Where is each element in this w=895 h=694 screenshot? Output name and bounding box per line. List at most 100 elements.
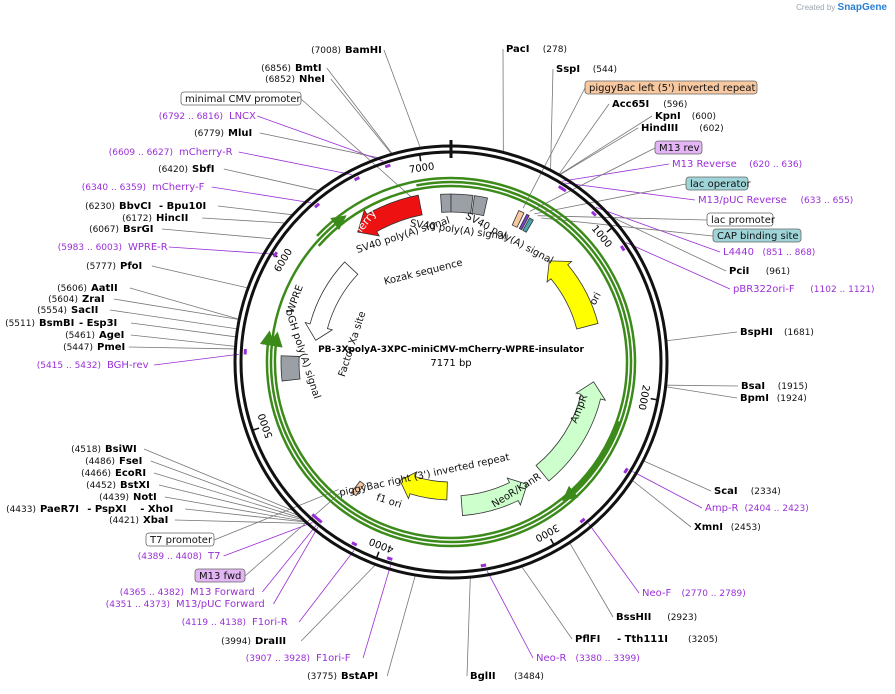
enzyme-position: (5511)	[5, 319, 35, 329]
primer-amp-r[interactable]: Amp-R(2404 .. 2423)	[705, 503, 809, 514]
tick-label: 6000	[273, 247, 296, 274]
enzyme-site-paci[interactable]: PacI(278)	[506, 44, 567, 55]
enzyme-site-ecori[interactable]: (4466)EcoRI	[81, 468, 146, 479]
lac-operator-feature	[522, 217, 534, 233]
primer-arrow	[579, 517, 586, 524]
enzyme-site-bmti[interactable]: (6856)BmtI	[261, 63, 321, 74]
primer-arrow	[619, 245, 626, 252]
feature-box-lac-promoter[interactable]: lac promoter	[706, 212, 776, 227]
feature-box-label: minimal CMV promoter	[185, 94, 301, 105]
enzyme-site-hindiii[interactable]: HindIII(602)	[641, 123, 724, 134]
wpre-orf-arrow-2	[267, 184, 629, 540]
primer-arrow	[316, 517, 323, 524]
enzyme-name: XmnI	[694, 522, 723, 533]
leader-line	[632, 471, 703, 509]
enzyme-site-pfoi[interactable]: (5777)PfoI	[86, 261, 142, 272]
enzyme-position: (4439)	[99, 493, 129, 503]
feature-box-lac-operator[interactable]: lac operator	[685, 176, 751, 191]
enzyme-site-scai[interactable]: ScaI(2334)	[714, 486, 781, 497]
enzyme-site-bsphi[interactable]: BspHI(1681)	[740, 327, 814, 338]
enzyme-position: (5554)	[37, 306, 67, 316]
primer-m13-puc-reverse[interactable]: M13/pUC Reverse(633 .. 655)	[698, 195, 853, 206]
feature-box-m13-fwd[interactable]: M13 fwd	[194, 568, 246, 583]
primer-l4440[interactable]: L4440(851 .. 868)	[723, 247, 815, 258]
primer-bgh-rev[interactable]: (5415 .. 5432)BGH-rev	[37, 360, 149, 371]
enzyme-name: XbaI	[143, 515, 168, 526]
primer-m13-puc-forward[interactable]: (4351 .. 4373)M13/pUC Forward	[106, 599, 265, 610]
enzyme-site-bamhi[interactable]: (7008)BamHI	[311, 45, 382, 56]
primer-pbr322ori-f[interactable]: pBR322ori-F(1102 .. 1121)	[733, 284, 875, 295]
primer-range: (3380 .. 3399)	[576, 654, 640, 664]
enzyme-site-paer7i[interactable]: (4433)PaeR7I- PspXI- XhoI	[6, 504, 173, 515]
feature-box-minimal-cmv-promoter[interactable]: minimal CMV promoter	[180, 91, 302, 106]
leader-line	[588, 523, 640, 594]
enzyme-site-bpmi[interactable]: BpmI(1924)	[740, 393, 807, 404]
primer-range: (851 .. 868)	[763, 248, 816, 258]
feature-box-frame	[180, 91, 302, 106]
enzyme-position: (6856)	[261, 64, 291, 74]
leader-line	[666, 386, 738, 399]
enzyme-site-pflfi[interactable]: PflFI- Tth111I(3205)	[575, 634, 718, 645]
leader-line	[326, 67, 393, 154]
sv40-polya-feature-3	[471, 195, 488, 217]
enzyme-site-bsmbi[interactable]: (5511)BsmBI- Esp3I	[5, 318, 117, 329]
enzyme-site-bsai[interactable]: BsaI(1915)	[741, 381, 808, 392]
enzyme-site-noti[interactable]: (4439)NotI	[99, 492, 157, 503]
enzyme-position: (4433)	[6, 505, 36, 515]
enzyme-site-zrai[interactable]: (5604)ZraI	[48, 294, 105, 305]
feature-box-label: M13 rev	[659, 143, 700, 154]
feature-box-m13-rev[interactable]: M13 rev	[654, 140, 703, 155]
enzyme-site-sbfi[interactable]: (6420)SbfI	[158, 164, 214, 175]
enzyme-site-mlui[interactable]: (6779)MluI	[194, 128, 252, 139]
enzyme-site-pcii[interactable]: PciI(961)	[729, 266, 790, 277]
enzyme-site-fsei[interactable]: (4486)FseI	[85, 456, 142, 467]
enzyme-site-hincii[interactable]: (6172)HincII	[122, 213, 188, 224]
enzyme-site-bstapi[interactable]: (3775)BstAPI	[307, 671, 378, 682]
primer-mcherry-r[interactable]: (6609 .. 6627) mCherry-R	[109, 147, 233, 158]
primer-range: (3907 .. 3928)	[246, 654, 310, 664]
enzyme-site-sspi[interactable]: SspI(544)	[556, 64, 617, 75]
primer-m13-forward[interactable]: (4365 .. 4382)M13 Forward	[120, 587, 255, 598]
enzyme-site-bsshii[interactable]: BssHII(2923)	[616, 612, 697, 623]
primer-lncx[interactable]: (6792 .. 6816)LNCX	[159, 111, 256, 122]
primer-f1ori-f[interactable]: (3907 .. 3928)F1ori-F	[246, 653, 351, 664]
feature-box-label: T7 promoter	[149, 535, 213, 546]
primer-m13-reverse[interactable]: M13 Reverse(620 .. 636)	[672, 159, 802, 170]
snapgene-logo: SnapGene	[837, 2, 887, 13]
enzyme-site-kpni[interactable]: KpnI(600)	[655, 111, 716, 122]
enzyme-site-bstxi[interactable]: (4452)BstXI	[86, 480, 150, 491]
feature-box-t7-promoter[interactable]: T7 promoter	[145, 532, 215, 547]
feature-box-piggybac-left-5-inverted-repeat[interactable]: piggyBac left (5') inverted repeat	[584, 80, 758, 95]
enzyme-site-aatii[interactable]: (5606)AatII	[57, 283, 118, 294]
leader-line	[362, 565, 392, 659]
enzyme-site-xmni[interactable]: XmnI(2453)	[694, 522, 761, 533]
enzyme-name: AatII	[91, 283, 118, 294]
enzyme-site-xbai[interactable]: (4421)XbaI	[109, 515, 168, 526]
enzyme-site-bsiwi[interactable]: (4518)BsiWI	[71, 444, 137, 455]
enzyme-name: BstAPI	[341, 671, 378, 682]
primer-name: mCherry-R	[179, 147, 233, 158]
primer-mcherry-f[interactable]: (6340 .. 6359)mCherry-F	[82, 182, 205, 193]
enzyme-site-agei[interactable]: (5461)AgeI	[65, 330, 124, 341]
primer-name: WPRE-R	[128, 242, 168, 253]
m13rev-feature	[518, 213, 530, 231]
enzyme-site-sacii[interactable]: (5554)SacII	[37, 305, 98, 316]
enzyme-site-acc65i[interactable]: Acc65I(596)	[612, 99, 687, 110]
sv40-polya-feature-1	[440, 193, 452, 213]
enzyme-site-bbvci[interactable]: (6230)BbvCI- Bpu10I	[85, 201, 206, 212]
primer-f1ori-r[interactable]: (4119 .. 4138)F1ori-R	[182, 617, 288, 628]
leader-line	[612, 217, 727, 272]
primer-arrow	[314, 202, 321, 209]
enzyme-site-draiii[interactable]: (3994)DraIII	[221, 636, 286, 647]
enzyme-site-pmei[interactable]: (5447)PmeI	[63, 342, 125, 353]
primer-t7[interactable]: (4389 .. 4408)T7	[138, 551, 221, 562]
primer-wpre-r[interactable]: (5983 .. 6003)WPRE-R	[58, 242, 168, 253]
primer-neo-f[interactable]: Neo-F(2770 .. 2789)	[642, 588, 746, 599]
enzyme-site-bglii[interactable]: BglII(3484)	[470, 671, 544, 682]
enzyme-site-bsrgi[interactable]: (6067)BsrGI	[89, 224, 153, 235]
primer-range: (6609 .. 6627)	[109, 148, 173, 158]
enzyme-site-nhei[interactable]: (6852)NheI	[265, 74, 325, 85]
feature-box-cap-binding-site[interactable]: CAP binding site	[712, 228, 802, 243]
primer-neo-r[interactable]: Neo-R(3380 .. 3399)	[536, 653, 640, 664]
